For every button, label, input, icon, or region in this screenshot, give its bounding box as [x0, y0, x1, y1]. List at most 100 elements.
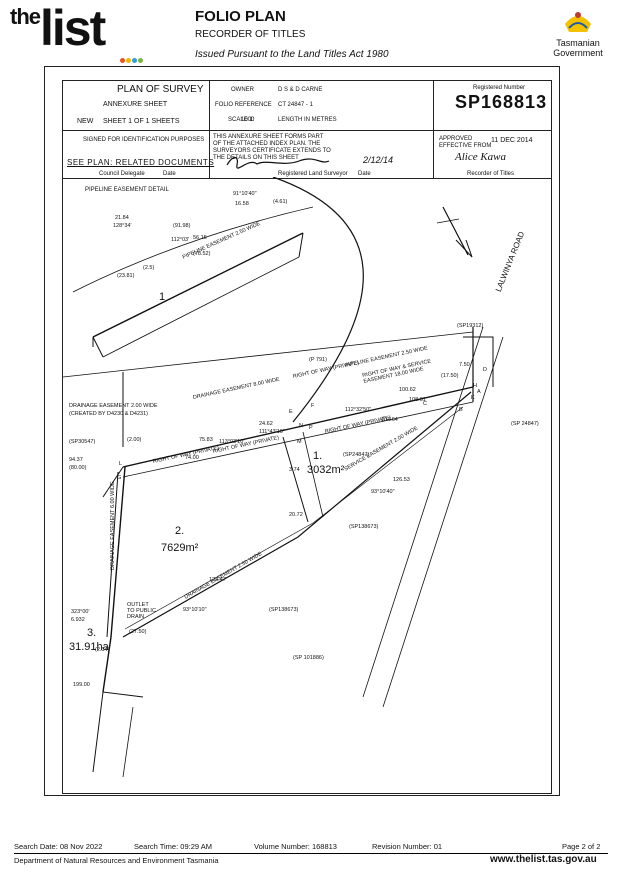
logo-the: the	[10, 4, 41, 29]
scale-label: SCALE 1:	[228, 117, 255, 123]
effective-label: EFFECTIVE FROM	[439, 143, 492, 149]
council-label: Council Delegate	[99, 171, 145, 177]
title-block: PLAN OF SURVEY ANNEXURE SHEET NEW SHEET …	[62, 80, 552, 179]
plan-title: PLAN OF SURVEY	[117, 84, 204, 95]
surveyor-label: Registered Land Surveyor	[278, 171, 348, 177]
dimension: 16.58	[235, 201, 249, 207]
lot1-number: 1.	[313, 450, 323, 462]
point-label: K	[471, 395, 475, 401]
surveyor-date: 2/12/14	[363, 155, 394, 165]
point-label: M	[297, 439, 302, 445]
detail-title: PIPELINE EASEMENT DETAIL	[85, 187, 169, 193]
dimension: 75.83	[199, 437, 213, 443]
dimension: (91.98)	[173, 223, 191, 229]
dimension: 128°34'	[113, 223, 132, 229]
dimension: 112°03'	[171, 237, 190, 243]
drainage-6-label: DRAINAGE EASEMENT 6.00 WIDE	[110, 481, 116, 570]
dimension: (2.00)	[127, 437, 142, 443]
dimension: 7.50	[459, 362, 470, 368]
annexure-note: THIS ANNEXURE SHEET FORMS PART OF THE AT…	[213, 134, 331, 161]
dimension: 94.37	[69, 457, 83, 463]
page-subtitle: RECORDER OF TITLES	[195, 29, 306, 40]
page-title: FOLIO PLAN	[195, 8, 286, 25]
search-time: Search Time: 09:29 AM	[134, 842, 212, 851]
point-label: G	[117, 475, 122, 481]
lot-detail-number: 1	[159, 291, 166, 303]
dimension: 112°32'50"	[345, 407, 372, 413]
lot3-area: 31.91ha	[69, 641, 109, 653]
point-label: L	[119, 461, 123, 467]
lot1-area: 3032m²	[307, 464, 345, 476]
point-label: P	[309, 425, 313, 431]
dimension: 20.72	[289, 512, 303, 518]
point-label: E	[289, 409, 293, 415]
dimension: 323°00'	[71, 609, 90, 615]
registered-label: Registered Number	[473, 85, 526, 91]
gov-line1: Tasmanian	[556, 38, 600, 48]
sp-ref: (SP138673)	[349, 524, 379, 530]
dimension: 199.00	[73, 682, 90, 688]
lot3-number: 3.	[87, 627, 97, 639]
dimension: 74.00	[185, 455, 199, 461]
dimension: 93°10'10"	[183, 607, 207, 613]
sp-ref: (SP30547)	[69, 439, 96, 445]
dimension: (27.50)	[129, 629, 147, 635]
new-label: NEW	[77, 118, 94, 125]
dimension: 126.53	[393, 477, 410, 483]
lot2-area: 7629m²	[161, 542, 199, 554]
surveyor-signature-icon	[226, 156, 330, 169]
sp-ref: (SP19312)	[457, 323, 484, 329]
plan-drawing: PIPELINE EASEMENT DETAIL 1 PIPELINE EASE…	[62, 177, 552, 794]
point-label: B	[459, 407, 463, 413]
search-date: Search Date: 08 Nov 2022	[14, 842, 103, 851]
drainage-2-label: DRAINAGE EASEMENT 2.00 WIDE	[69, 403, 158, 409]
dimension: 100.62	[399, 387, 416, 393]
outlet-label: OUTLET TO PUBLIC DRAIN	[127, 602, 156, 620]
sp-ref: (P 791)	[309, 357, 327, 363]
dimension: 91°10'40"	[233, 191, 257, 197]
logo-dot	[132, 58, 137, 63]
dimension: 24.62	[259, 421, 273, 427]
recorder-label: Recorder of Titles	[467, 171, 515, 177]
dimension: 111°43'10"	[259, 429, 285, 435]
dimension: 56.15	[193, 235, 207, 241]
sheet-count: SHEET 1 OF 1 SHEETS	[103, 118, 180, 125]
tas-gov-logo: Tasmanian Government	[548, 6, 608, 58]
length-label: LENGTH IN METRES	[278, 117, 337, 123]
approved-label: APPROVED	[439, 136, 473, 142]
point-label: D	[483, 367, 487, 373]
dimension: 6.932	[71, 617, 85, 623]
point-label: H	[473, 383, 477, 389]
logo-dot	[120, 58, 125, 63]
dimension: 93°10'40"	[371, 489, 395, 495]
dimension: (23.81)	[117, 273, 135, 279]
created-by-label: (CREATED BY D4230 & D4231)	[69, 411, 148, 417]
signed-label: SIGNED FOR IDENTIFICATION PURPOSES	[83, 137, 205, 143]
gov-line2: Government	[553, 48, 603, 58]
dimension: (2.5)	[143, 265, 155, 271]
dimension: 113°03'10"	[219, 439, 246, 445]
surveyor-date-label: Date	[358, 171, 371, 177]
point-label: F	[311, 403, 315, 409]
sp-ref: (SP138673)	[269, 607, 299, 613]
date-label: Date	[163, 171, 176, 177]
tas-crest-icon	[565, 12, 591, 32]
website-link[interactable]: www.thelist.tas.gov.au	[490, 854, 597, 865]
logo-dot	[126, 58, 131, 63]
survey-drawing	[63, 177, 504, 778]
logo-list: list	[40, 0, 106, 56]
point-label: N	[299, 423, 303, 429]
recorder-signature: Alice Kawa	[455, 151, 507, 163]
folio-ref-label: FOLIO REFERENCE	[215, 102, 272, 108]
point-label: A	[477, 389, 481, 395]
dimension: 123.47	[209, 577, 226, 583]
page-number: Page 2 of 2	[562, 842, 601, 851]
sp-ref: (SP24847)	[343, 452, 370, 458]
sp-ref: (SP 101886)	[293, 655, 324, 661]
owner-value: D S & D CARNE	[278, 87, 323, 93]
point-label: C	[423, 401, 427, 407]
dimension: 104.64	[381, 417, 398, 423]
document-frame	[44, 66, 560, 796]
lot2-number: 2.	[175, 525, 185, 537]
annexure-sheet: ANNEXURE SHEET	[103, 101, 168, 108]
